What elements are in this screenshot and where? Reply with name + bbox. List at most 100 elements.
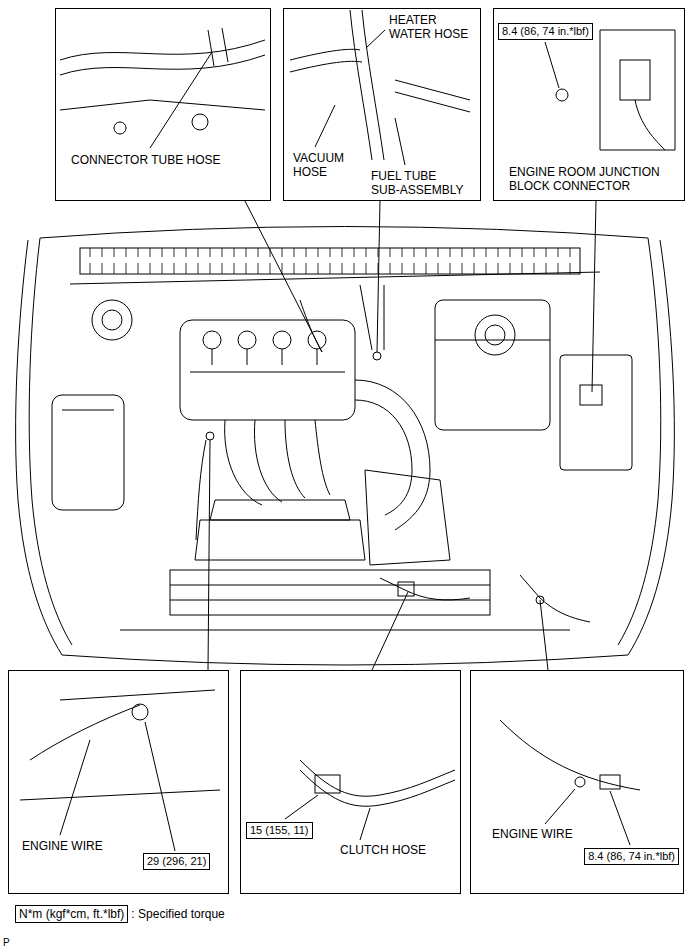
engine-bay-drawing xyxy=(203,331,221,349)
engine-bay-drawing xyxy=(62,410,114,411)
part-label: ENGINE WIRE xyxy=(21,839,141,853)
inset-drawing xyxy=(20,790,220,800)
inset-drawing xyxy=(30,705,140,760)
inset-drawing xyxy=(500,720,640,790)
inset-drawing xyxy=(60,55,265,75)
part-label: VACUUM HOSE xyxy=(292,151,354,179)
inset-drawing xyxy=(20,10,675,851)
engine-bay-drawing xyxy=(92,300,132,340)
engine-bay-drawing xyxy=(618,238,661,645)
inset-drawing xyxy=(360,808,370,840)
leader-line xyxy=(540,600,548,670)
engine-bay-drawing xyxy=(180,320,355,420)
engine-bay-drawing xyxy=(300,300,322,352)
legend-entry: : Specified torque xyxy=(131,907,224,921)
torque-box: 15 (155, 11) xyxy=(246,822,313,839)
torque-box: 29 (296, 21) xyxy=(143,853,210,870)
part-label: ENGINE WIRE xyxy=(491,827,601,841)
inset-drawing xyxy=(395,118,405,165)
inset-drawing xyxy=(192,114,208,130)
engine-bay-drawing xyxy=(29,238,72,645)
inset-drawing xyxy=(285,795,318,819)
engine-bay-drawing xyxy=(475,315,515,355)
torque-value: 29 (296, 21) xyxy=(147,855,206,868)
inset-drawing xyxy=(575,777,585,787)
leader-line xyxy=(377,201,380,352)
torque-box: 8.4 (86, 74 in.*lbf) xyxy=(498,23,593,40)
engine-bay-drawing xyxy=(485,325,505,345)
engine-bay-drawing xyxy=(580,385,602,405)
unit-key: N*m (kgf*cm, ft.*lbf) xyxy=(19,907,124,921)
engine-bay-drawing xyxy=(435,340,550,341)
engine-bay-drawing xyxy=(560,355,632,470)
engine-bay-drawing xyxy=(628,240,674,655)
engine-bay-drawing xyxy=(435,300,550,430)
inset-drawing xyxy=(300,770,455,806)
engine-bay-drawing xyxy=(355,380,430,530)
torque-value: 15 (155, 11) xyxy=(250,824,309,837)
inset-drawing xyxy=(620,60,650,100)
engine-bay-drawing xyxy=(360,285,372,350)
inset-drawing xyxy=(114,122,126,134)
engine-bay-drawing xyxy=(195,520,365,560)
leader-line xyxy=(208,440,210,670)
engine-bay-drawing xyxy=(398,582,414,596)
engine-bay-drawing xyxy=(40,227,648,239)
engine-bay-drawing xyxy=(520,575,590,622)
inset-drawing xyxy=(350,10,372,160)
engine-bay-drawing xyxy=(254,420,282,502)
engine-bay-drawing xyxy=(206,432,214,440)
inset-drawing xyxy=(366,30,385,48)
inset-drawing xyxy=(290,61,362,72)
engine-bay-drawing xyxy=(80,248,580,274)
inset-drawing xyxy=(60,40,265,60)
inset-drawing xyxy=(150,52,212,148)
torque-value: 8.4 (86, 74 in.*lbf) xyxy=(588,850,675,863)
inset-drawing xyxy=(60,740,90,835)
engine-bay-drawing xyxy=(196,440,206,540)
inset-drawing xyxy=(610,791,630,845)
engine-bay-drawing xyxy=(225,420,262,505)
inset-panel: ENGINE WIRE 29 (296, 21) xyxy=(8,670,229,894)
inset-drawing xyxy=(60,690,215,700)
part-label: FUEL TUBE SUB-ASSEMBLY xyxy=(370,169,467,197)
leader-line xyxy=(372,592,408,670)
engine-bay-drawing xyxy=(16,240,62,655)
inset-panel: CLUTCH HOSE15 (155, 11) xyxy=(240,670,461,894)
inset-drawing xyxy=(315,105,335,147)
leader-line xyxy=(208,201,596,670)
engine-bay-drawing xyxy=(52,395,124,510)
engine-bay-drawing xyxy=(285,420,305,498)
inset-drawing xyxy=(362,10,384,160)
torque-key-box: N*m (kgf*cm, ft.*lbf) xyxy=(15,905,128,923)
leader-line xyxy=(592,201,596,392)
engine-bay-drawing xyxy=(170,585,490,600)
engine-bay-drawing xyxy=(380,578,470,600)
torque-box: 8.4 (86, 74 in.*lbf) xyxy=(584,848,679,865)
inset-drawing xyxy=(145,722,175,851)
part-label: HEATER WATER HOSE xyxy=(388,13,478,41)
engine-bay-drawing xyxy=(70,272,600,284)
figure-code: P xyxy=(3,937,10,949)
engine-bay-drawing xyxy=(308,331,326,349)
engine-bay-drawing xyxy=(273,331,291,349)
engine-bay-drawing xyxy=(373,352,381,360)
engine-bay-drawing xyxy=(210,500,350,520)
torque-value: 8.4 (86, 74 in.*lbf) xyxy=(502,25,589,38)
inset-drawing xyxy=(635,100,665,150)
inset-drawing xyxy=(545,42,559,88)
inset-drawing xyxy=(208,28,228,66)
engine-bay-drawing xyxy=(102,310,122,330)
inset-panel: ENGINE WIRE 8.4 (86, 74 in.*lbf) xyxy=(470,670,684,894)
inset-drawing xyxy=(132,704,148,720)
engine-bay-drawing xyxy=(62,655,628,665)
engine-bay-drawing xyxy=(170,570,490,615)
engine-bay-drawing xyxy=(365,470,450,565)
inset-drawing xyxy=(600,30,675,150)
inset-drawing xyxy=(545,789,575,824)
part-label: CONNECTOR TUBE HOSE xyxy=(70,153,260,167)
inset-drawing xyxy=(290,49,360,60)
inset-panel: HEATER WATER HOSE VACUUM HOSE FUEL TUBE SU… xyxy=(283,8,481,201)
engine-bay-drawing xyxy=(16,227,675,666)
